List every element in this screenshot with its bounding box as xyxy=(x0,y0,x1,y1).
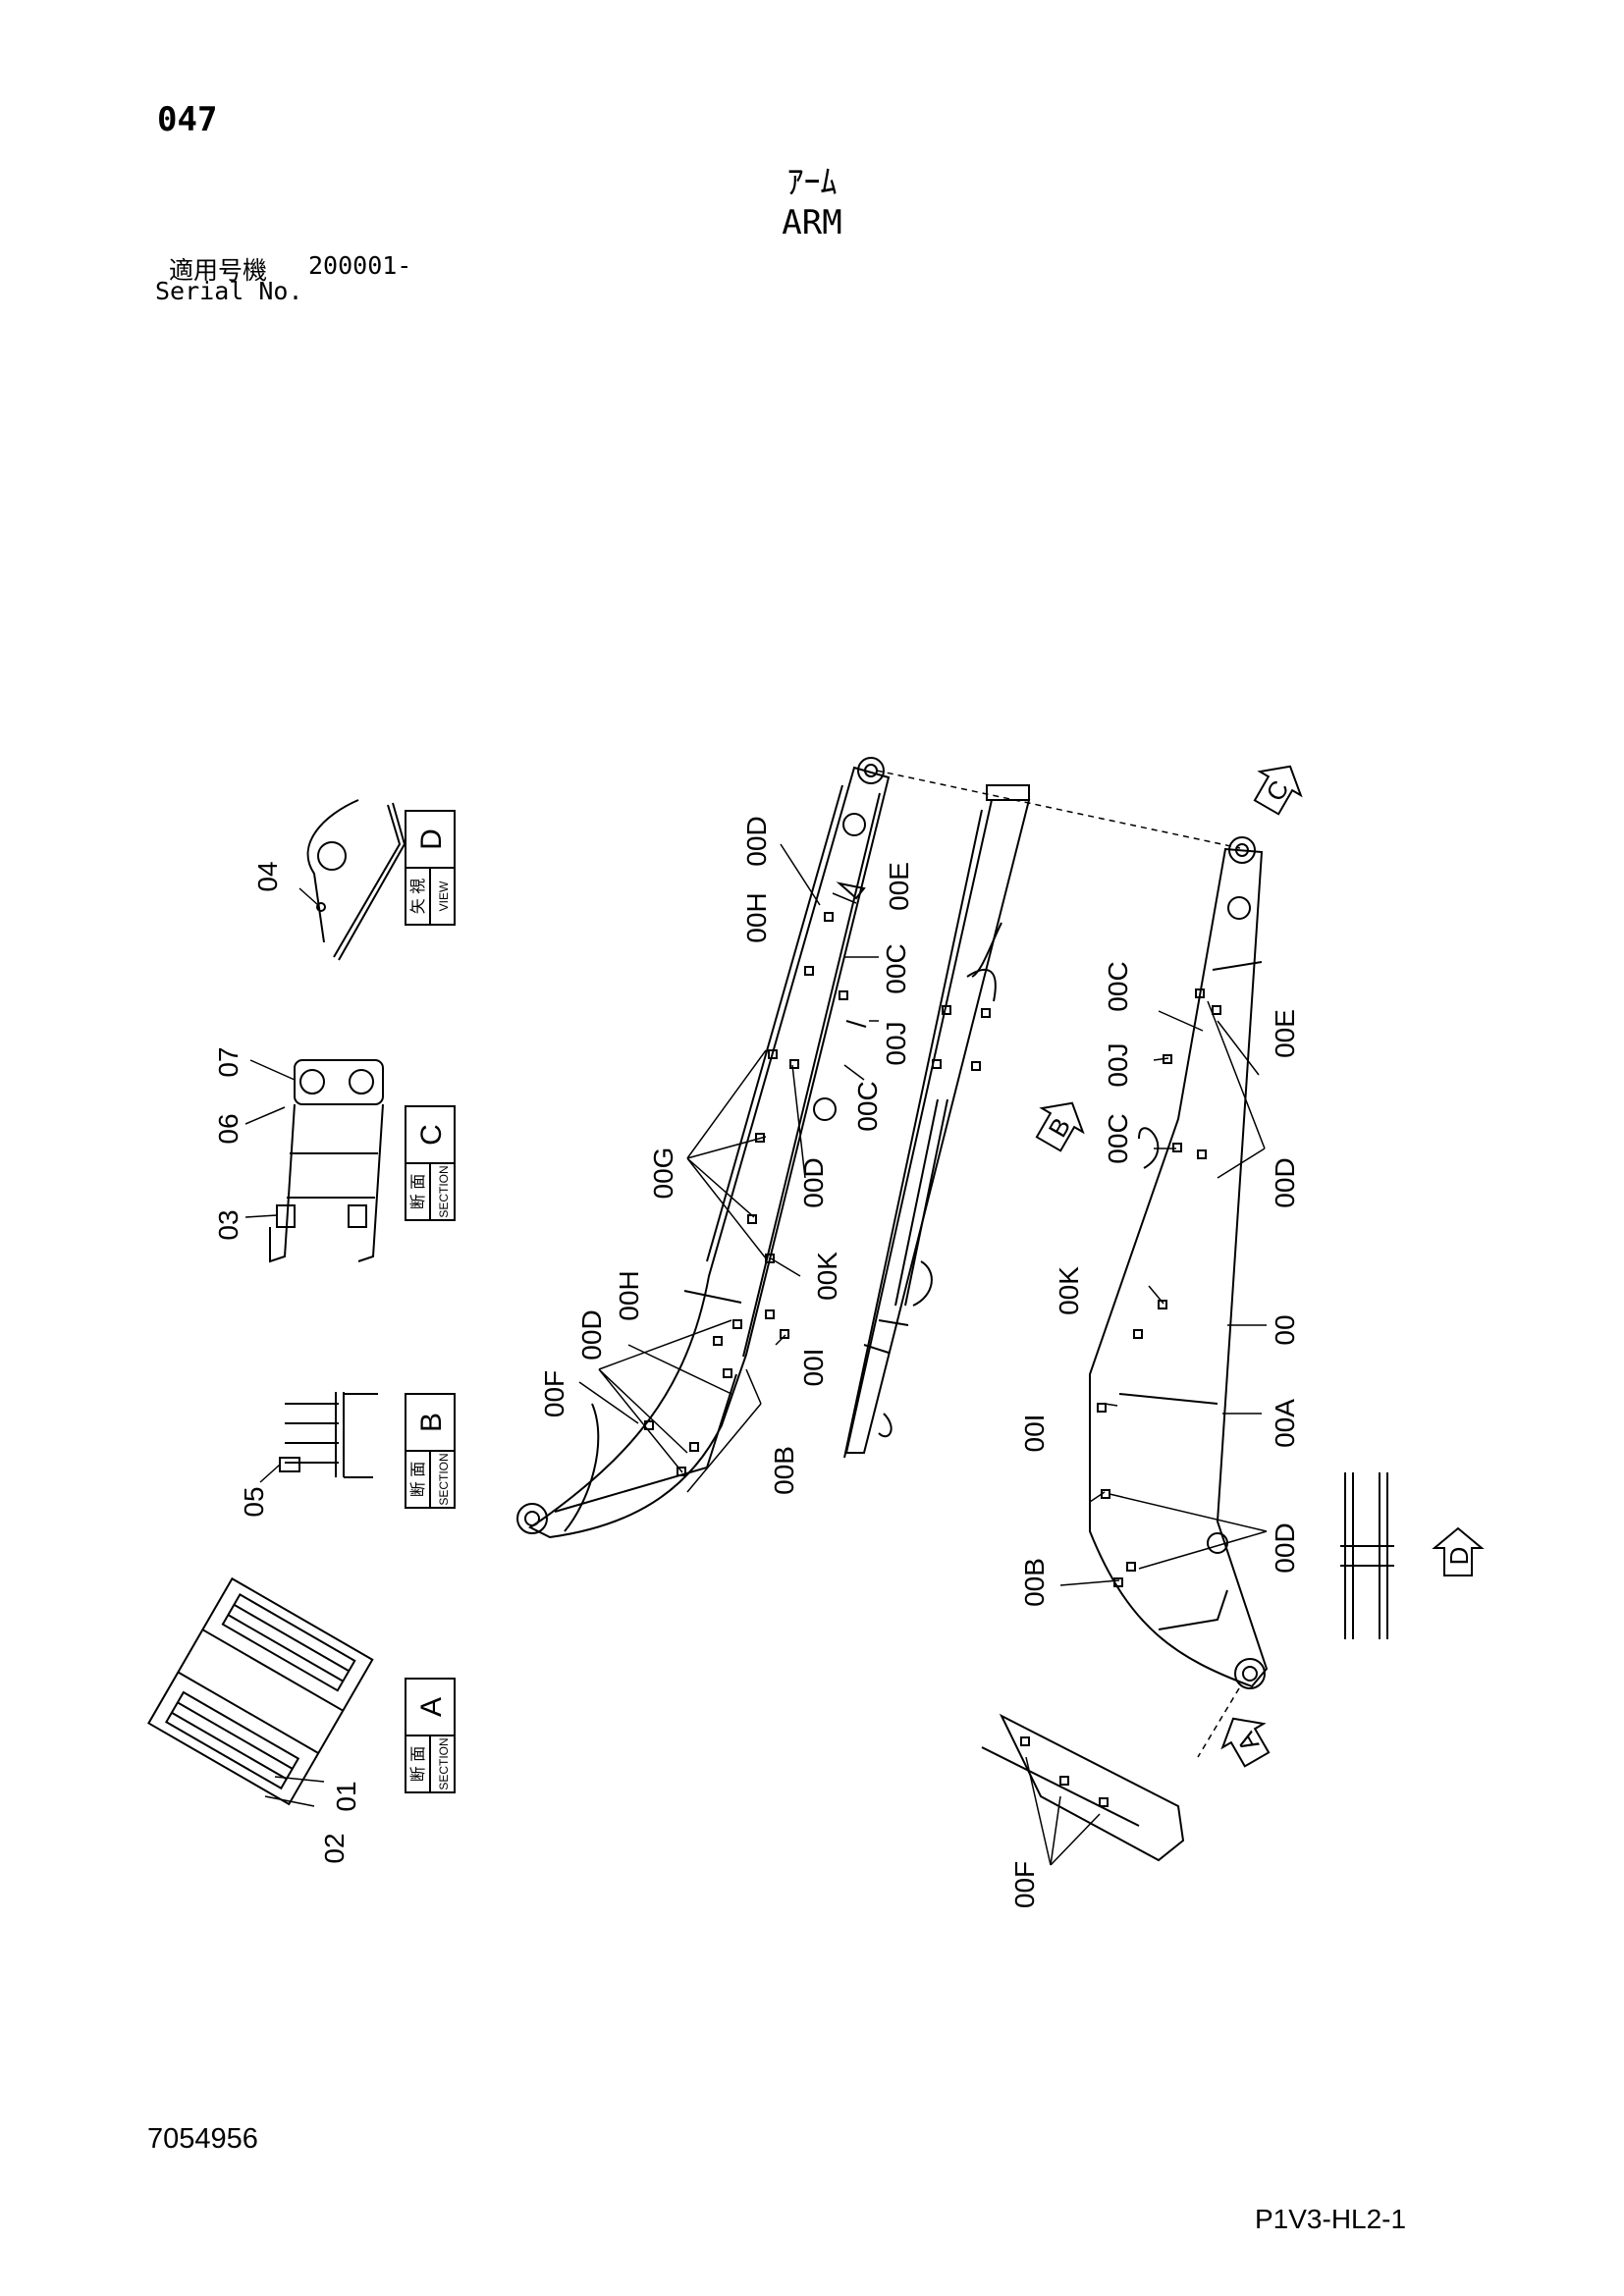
callout-00i: 00I xyxy=(798,1349,829,1387)
callout-00c: 00C xyxy=(1103,961,1133,1011)
arm-right-view xyxy=(1089,836,1269,1689)
alignment-line-bottom xyxy=(1197,1687,1240,1758)
callout-00: 00 xyxy=(1270,1314,1300,1345)
section-box-c: C 断 面 SECTION xyxy=(405,1105,456,1221)
view-marker-b: B xyxy=(1035,1101,1085,1152)
callout-00h: 00H xyxy=(741,892,772,942)
callout-00g: 00G xyxy=(648,1148,678,1200)
section-box-d-jp: 矢 視 xyxy=(409,879,427,914)
title-japanese: ｱｰﾑ xyxy=(786,163,838,202)
arm-left-leaders xyxy=(578,843,879,1493)
callout-00c: 00C xyxy=(1103,1113,1133,1163)
callout-00j: 00J xyxy=(881,1021,911,1065)
callout-00b: 00B xyxy=(769,1446,799,1495)
part-leaders xyxy=(244,887,325,1807)
callout-00k: 00K xyxy=(812,1252,842,1301)
callout-00e: 00E xyxy=(1270,1009,1300,1058)
title-english: ARM xyxy=(782,203,842,242)
section-box-d: D 矢 視 VIEW xyxy=(405,810,456,926)
section-box-d-en: VIEW xyxy=(437,881,451,911)
part-label-02: 02 xyxy=(319,1833,350,1863)
part-label-03: 03 xyxy=(213,1209,244,1240)
section-box-d-letter: D xyxy=(415,828,448,850)
arm-edge-view-d xyxy=(1340,1472,1394,1639)
document-number: 7054956 xyxy=(147,2123,258,2155)
detail-section-c xyxy=(269,1059,384,1263)
arm-top-view xyxy=(843,784,1031,1459)
callout-00d: 00D xyxy=(741,816,772,866)
callout-00d: 00D xyxy=(1270,1157,1300,1207)
section-box-b-en: SECTION xyxy=(437,1453,451,1505)
callout-00c: 00C xyxy=(881,943,911,993)
part-label-01: 01 xyxy=(331,1781,361,1811)
view-marker-c-letter: C xyxy=(1260,775,1294,806)
section-box-b: B 断 面 SECTION xyxy=(405,1393,456,1509)
view-marker-b-letter: B xyxy=(1043,1112,1077,1142)
page-number: 047 xyxy=(157,100,218,139)
detail-section-a xyxy=(147,1576,374,1806)
section-box-b-jp: 断 面 xyxy=(409,1462,427,1497)
section-box-c-letter: C xyxy=(415,1124,448,1146)
section-box-a-jp: 断 面 xyxy=(409,1746,427,1782)
arm-left-view xyxy=(516,757,891,1539)
callout-00c: 00C xyxy=(852,1081,883,1131)
callout-00f: 00F xyxy=(539,1370,569,1417)
detail-view-d xyxy=(306,799,406,961)
callout-00a: 00A xyxy=(1270,1399,1300,1448)
part-label-06: 06 xyxy=(213,1113,244,1144)
view-marker-c: C xyxy=(1253,765,1303,816)
callout-00f: 00F xyxy=(1009,1861,1040,1908)
serial-value: 200001- xyxy=(308,251,412,280)
callout-00b: 00B xyxy=(1019,1558,1050,1607)
alignment-line-top xyxy=(876,770,1241,849)
callout-00j: 00J xyxy=(1103,1042,1133,1087)
page-code: P1V3-HL2-1 xyxy=(1255,2204,1407,2234)
part-label-05: 05 xyxy=(239,1486,269,1517)
part-label-07: 07 xyxy=(213,1046,244,1077)
section-box-a: A 断 面 SECTION xyxy=(405,1678,456,1793)
view-marker-a-letter: A xyxy=(1230,1727,1265,1757)
callout-00d: 00D xyxy=(576,1309,607,1360)
section-box-a-letter: A xyxy=(415,1697,448,1717)
section-box-a-en: SECTION xyxy=(437,1737,451,1789)
callout-00e: 00E xyxy=(884,862,914,911)
section-box-b-letter: B xyxy=(415,1413,448,1432)
section-box-c-en: SECTION xyxy=(437,1165,451,1217)
view-marker-d: D xyxy=(1432,1526,1485,1576)
serial-label-japanese: 適用号機 xyxy=(169,256,268,285)
callout-00h: 00H xyxy=(614,1270,644,1320)
arm-right-leaders xyxy=(1059,1000,1268,1586)
callout-00d: 00D xyxy=(1270,1522,1300,1573)
detail-section-b xyxy=(279,1392,378,1478)
callout-00k: 00K xyxy=(1054,1266,1084,1315)
section-box-c-jp: 断 面 xyxy=(409,1174,427,1209)
callout-00i: 00I xyxy=(1019,1415,1050,1453)
view-marker-d-letter: D xyxy=(1444,1547,1474,1566)
part-label-04: 04 xyxy=(252,861,283,891)
arm-end-detail xyxy=(981,1713,1185,1866)
serial-label-english: Serial No. xyxy=(155,277,303,305)
callout-00d: 00D xyxy=(798,1157,829,1207)
